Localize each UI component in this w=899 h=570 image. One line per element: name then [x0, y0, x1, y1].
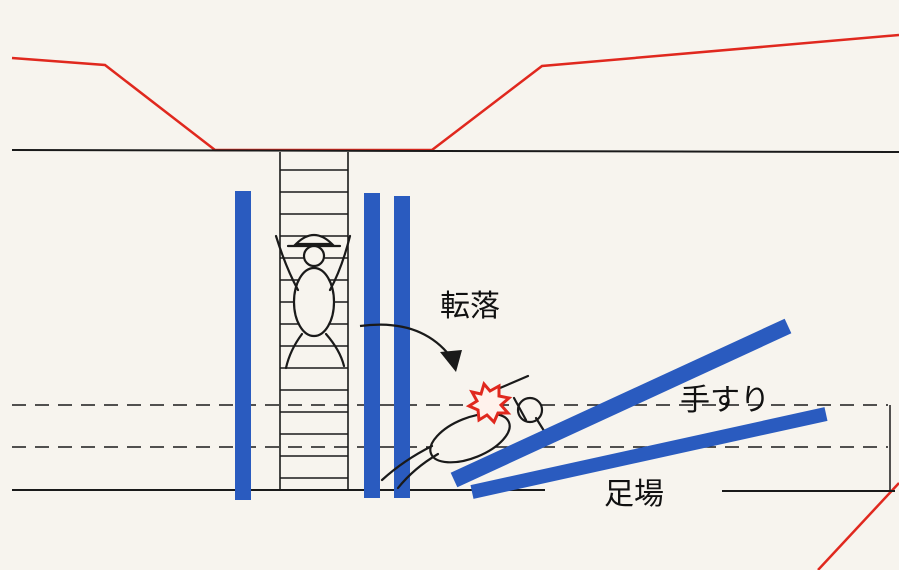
curved-arrow-icon [359, 323, 451, 357]
fall-label: 転落 [440, 289, 500, 324]
scaffold-label: 足場 [604, 477, 664, 512]
fallen-handrail-board [450, 318, 792, 488]
right-vertical-post-2 [394, 196, 410, 498]
left-vertical-post [235, 191, 251, 500]
arrow-head [440, 350, 462, 372]
ground-level-line [11, 149, 899, 153]
fallen-worker-icon [380, 374, 548, 490]
fallen-scaffold-board [470, 407, 828, 499]
handrail-label: 手すり [680, 383, 770, 418]
worker-on-ladder-icon [274, 233, 352, 370]
right-vertical-post-1 [364, 193, 380, 498]
impact-burst-icon [465, 380, 513, 425]
excavation-bottom-slope [817, 482, 899, 570]
